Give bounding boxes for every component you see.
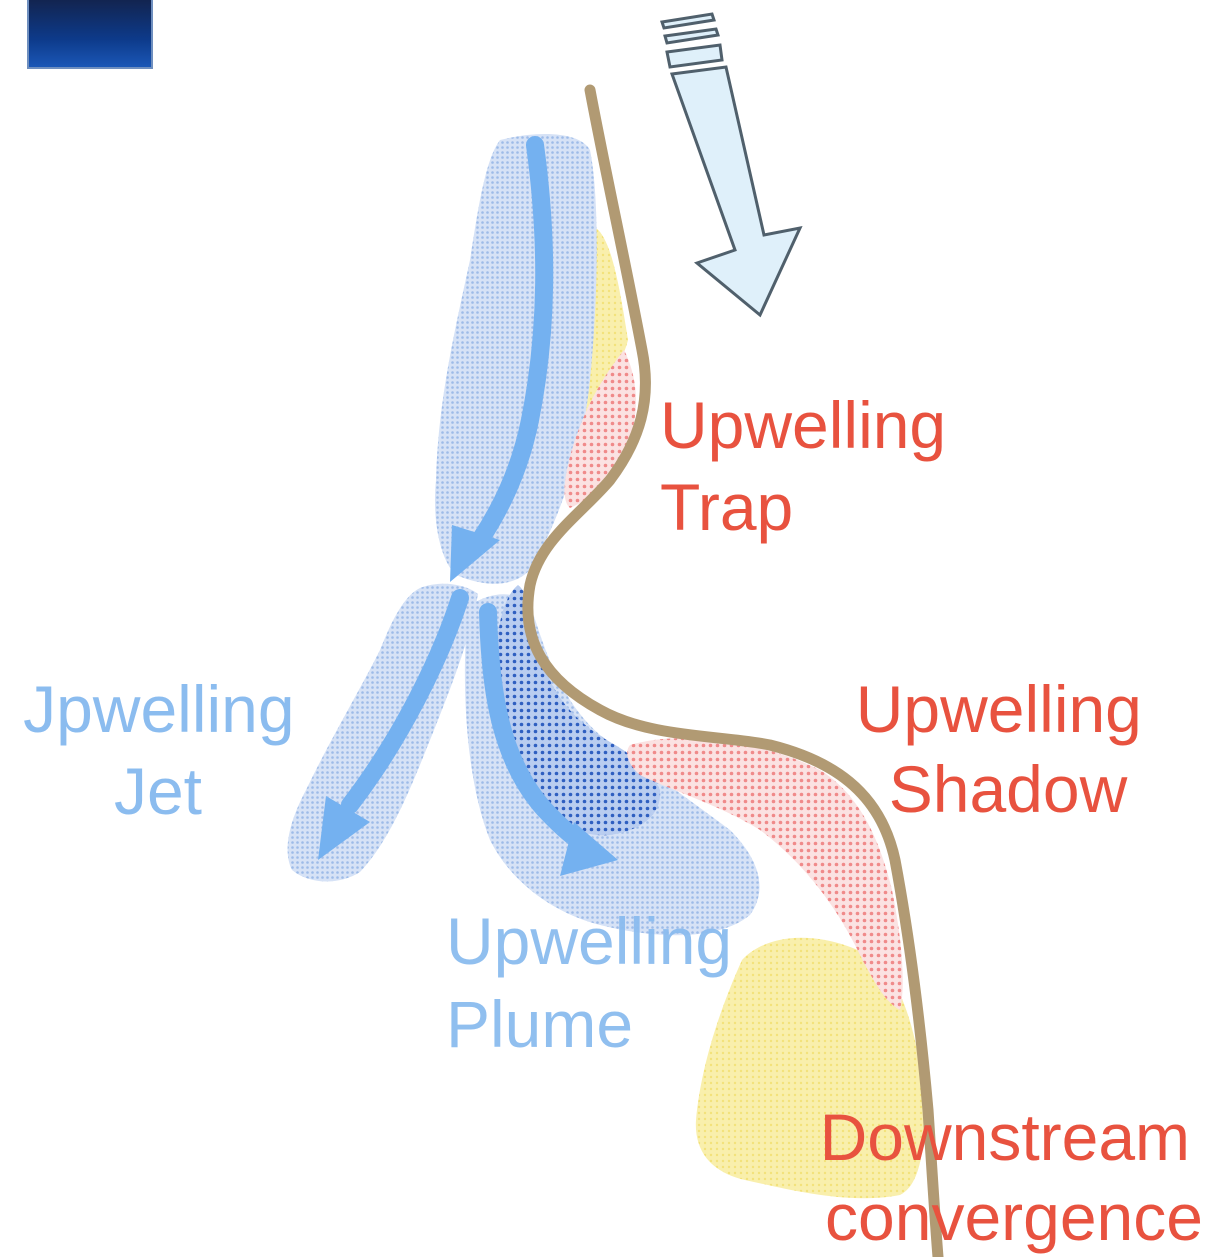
upwelling-plume-line-2: Plume bbox=[446, 987, 633, 1061]
upwelling-trap-label: Upwelling Trap bbox=[660, 388, 964, 544]
wind-direction-arrow-icon bbox=[662, 14, 800, 315]
upwelling-shadow-label: Upwelling Shadow bbox=[856, 672, 1160, 826]
downstream-convergence-line-2: convergence bbox=[825, 1180, 1203, 1254]
upwelling-trap-line-2: Trap bbox=[660, 470, 793, 544]
upwelling-jet-label: Jpwelling Jet bbox=[23, 672, 313, 828]
upwelling-jet-line-2: Jet bbox=[114, 754, 202, 828]
upwelling-shadow-line-1: Upwelling bbox=[856, 672, 1142, 746]
downstream-convergence-line-1: Downstream bbox=[820, 1100, 1190, 1174]
upwelling-plume-line-1: Upwelling bbox=[446, 904, 732, 978]
upwelling-shadow-line-2: Shadow bbox=[889, 752, 1128, 826]
upwelling-jet-line-1: Jpwelling bbox=[23, 672, 294, 746]
corner-logo-icon bbox=[28, 0, 152, 68]
upwelling-plume-label: Upwelling Plume bbox=[446, 904, 750, 1061]
upwelling-trap-line-1: Upwelling bbox=[660, 388, 946, 462]
